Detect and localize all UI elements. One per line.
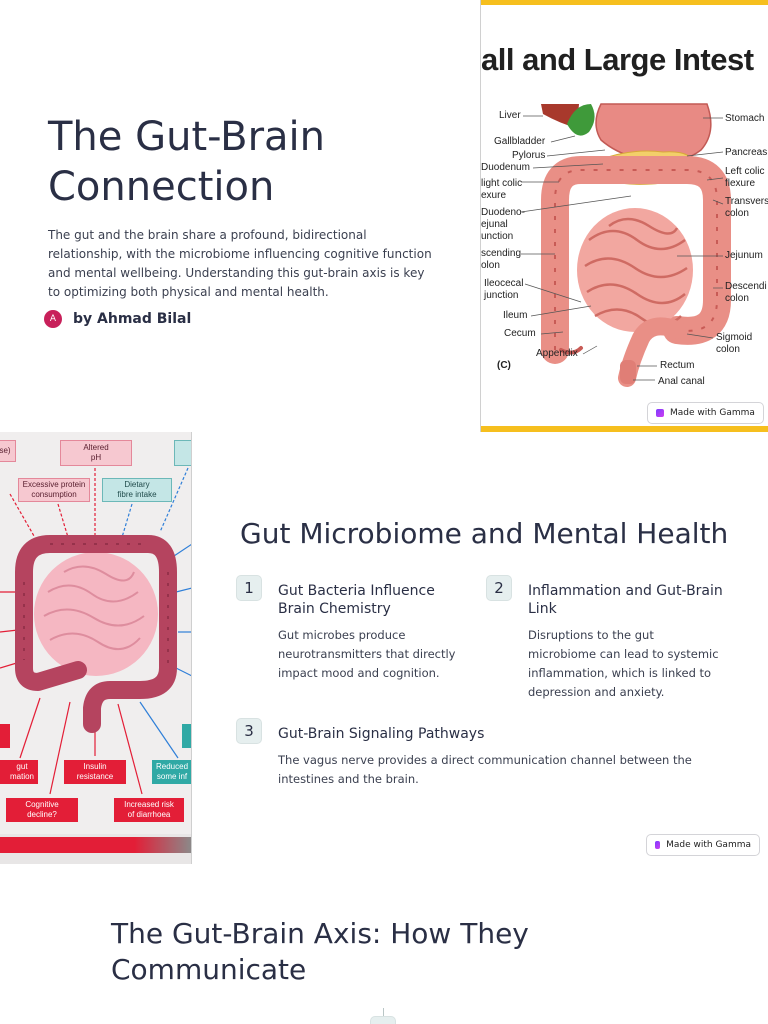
label-right-colic: light colic <box>481 178 523 189</box>
timeline-node <box>370 1016 396 1024</box>
image-bottom-border <box>481 426 768 432</box>
slide-title: The Gut-Brain Axis: How They Communicate <box>111 917 529 986</box>
label-transverse: Transvers <box>725 196 768 207</box>
item-body-3: The vagus nerve provides a direct commun… <box>278 753 692 786</box>
altered-ph-box: Altered pH <box>60 440 132 466</box>
partial-teal-solid-box <box>182 724 191 748</box>
diagram-illustration <box>0 467 191 795</box>
label-pylorus: Pylorus <box>512 150 546 161</box>
label-sigmoid: Sigmoid <box>716 332 753 343</box>
label-descending: Descendi <box>725 281 767 292</box>
partial-cause-box: se) <box>0 440 16 462</box>
badge-label: Made with Gamma <box>666 840 751 850</box>
gamma-logo-icon <box>656 409 664 417</box>
partial-teal-box <box>174 440 191 466</box>
label-stomach: Stomach <box>725 113 765 124</box>
item-body-1: Gut microbes produce neurotransmitters t… <box>278 628 456 680</box>
label-left-colic: Left colic <box>725 166 765 177</box>
partial-red-box <box>0 724 10 748</box>
cognitive-decline-box: Cognitive decline? <box>6 798 78 822</box>
label-ascending: scending <box>481 248 522 259</box>
label-cecum: Cecum <box>504 328 536 339</box>
intestine-anatomy-image: all and Large Intest <box>480 0 768 432</box>
author-name: by Ahmad Bilal <box>73 311 192 327</box>
diagram-bottom-strip <box>0 834 191 864</box>
label-sigmoid-2: colon <box>716 344 740 355</box>
label-transverse-2: colon <box>725 208 749 219</box>
label-liver: Liver <box>499 110 521 121</box>
image-title: all and Large Intest <box>481 42 754 77</box>
label-ileocecal: Ileocecal <box>484 278 524 289</box>
label-ileum: Ileum <box>503 310 528 321</box>
reduced-inflammation-box: Reduced some inf <box>152 760 191 784</box>
diarrhoea-risk-box: Increased risk of diarrhoea <box>114 798 184 822</box>
label-pancreas: Pancreas <box>725 147 768 158</box>
author-byline[interactable]: A by Ahmad Bilal <box>44 310 191 328</box>
label-rectum: Rectum <box>660 360 695 371</box>
item-number-3: 3 <box>236 718 262 744</box>
label-descending-2: colon <box>725 293 749 304</box>
label-appendix: Appendix <box>536 348 578 359</box>
gut-inflammation-box: gut mation <box>0 760 38 784</box>
gut-health-diagram: se) Altered pH Excessive protein consump… <box>0 432 192 864</box>
avatar: A <box>44 310 62 328</box>
item-title-1: Gut Bacteria Influence Brain Chemistry <box>278 583 435 617</box>
image-top-border <box>481 0 768 5</box>
label-anal-canal: Anal canal <box>658 376 705 387</box>
made-with-gamma-badge[interactable]: Made with Gamma <box>646 834 760 856</box>
label-jejunum: Jejunum <box>725 250 763 261</box>
label-duodenojejunal-3: unction <box>481 231 514 242</box>
gamma-logo-icon <box>655 841 661 849</box>
label-left-colic-2: flexure <box>725 178 756 189</box>
slide-description: The gut and the brain share a profound, … <box>48 228 432 299</box>
item-body-2: Disruptions to the gut microbiome can le… <box>528 628 719 699</box>
label-duodenojejunal: Duodeno- <box>481 207 525 218</box>
label-panel-c: (C) <box>497 360 511 371</box>
label-duodenojejunal-2: ejunal <box>481 219 508 230</box>
item-title-2: Inflammation and Gut-Brain Link <box>528 583 723 617</box>
excessive-protein-box: Excessive protein consumption <box>18 478 90 502</box>
slide-gut-brain-connection: The Gut-Brain Connection The gut and the… <box>0 0 768 432</box>
slide-gut-brain-axis: The Gut-Brain Axis: How They Communicate <box>0 880 768 1024</box>
slide-gut-microbiome-mental-health: se) Altered pH Excessive protein consump… <box>0 432 768 864</box>
intestine-illustration <box>520 103 731 387</box>
label-ascending-2: olon <box>481 260 500 271</box>
item-number-2: 2 <box>486 575 512 601</box>
slide-title: The Gut-Brain Connection <box>48 114 326 210</box>
label-duodenum: Duodenum <box>481 162 530 173</box>
label-gallbladder: Gallbladder <box>494 136 546 147</box>
item-title-3: Gut-Brain Signaling Pathways <box>278 726 485 742</box>
badge-label: Made with Gamma <box>670 408 755 418</box>
insulin-resistance-box: Insulin resistance <box>64 760 126 784</box>
dietary-fibre-box: Dietary fibre intake <box>102 478 172 502</box>
made-with-gamma-badge[interactable]: Made with Gamma <box>647 402 764 424</box>
item-number-1: 1 <box>236 575 262 601</box>
label-ileocecal-2: junction <box>484 290 519 301</box>
label-right-colic-2: exure <box>481 190 507 201</box>
slide-title: Gut Microbiome and Mental Health <box>240 517 729 550</box>
